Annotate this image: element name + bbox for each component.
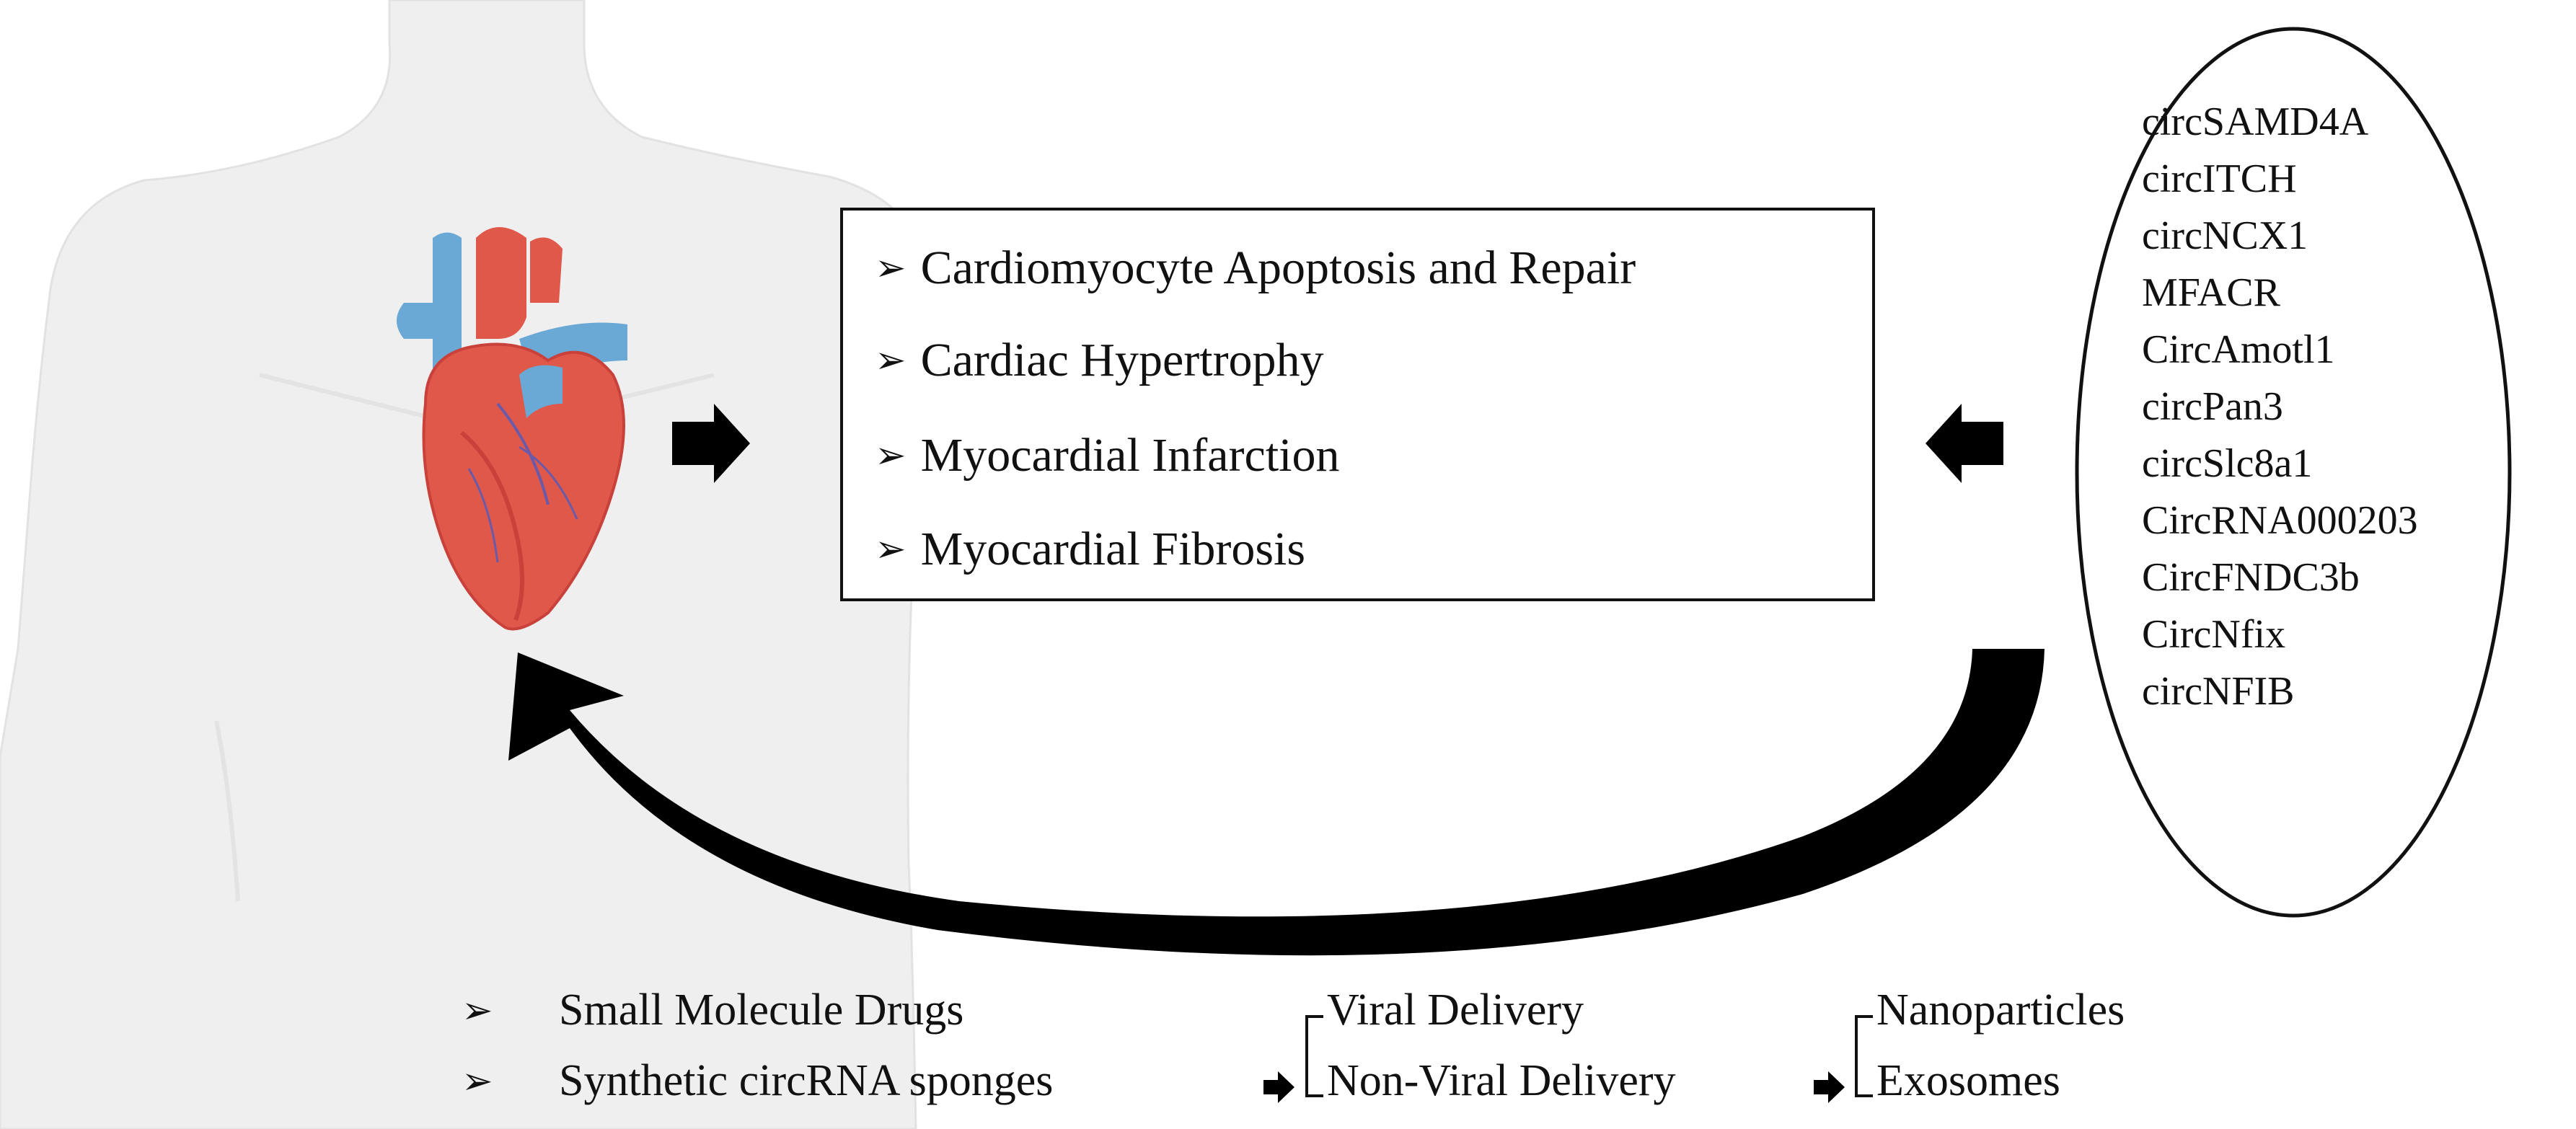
circrna-item: circNCX1 — [2142, 213, 2308, 258]
curved-arrow-back-to-heart — [508, 649, 2045, 956]
torso-detail — [259, 373, 433, 420]
circrna-item: circITCH — [2142, 156, 2297, 201]
arrow-right-to-outcomes — [672, 404, 750, 483]
outcome-label: Myocardial Infarction — [920, 429, 1340, 482]
circrna-item: circSlc8a1 — [2142, 441, 2313, 486]
circrna-item: CircFNDC3b — [2142, 555, 2360, 600]
outcome-item: ➢ Cardiomyocyte Apoptosis and Repair — [875, 241, 1636, 296]
therapy-circrna-sponges: Synthetic circRNA sponges — [559, 1056, 1054, 1105]
carrier-nanoparticles: Nanoparticles — [1876, 986, 2125, 1035]
heart-aorta — [476, 227, 526, 339]
heart-icon — [397, 227, 627, 631]
bullet-arrow-icon: ➢ — [875, 529, 907, 570]
circrna-list: circSAMD4A circITCH circNCX1 MFACR CircA… — [2142, 94, 2418, 720]
outcome-item: ➢ Myocardial Infarction — [875, 428, 1340, 483]
heart-vessel — [519, 365, 563, 418]
bracket-carriers — [1855, 1015, 1873, 1097]
circrna-item: circNFIB — [2142, 669, 2295, 714]
bullet-arrow-icon: ➢ — [462, 1061, 493, 1102]
bullet-arrow-icon: ➢ — [875, 435, 907, 477]
outcome-item: ➢ Cardiac Hypertrophy — [875, 333, 1324, 388]
heart-vein — [467, 468, 499, 563]
outcome-label: Cardiomyocyte Apoptosis and Repair — [920, 242, 1636, 294]
outcome-label: Cardiac Hypertrophy — [920, 334, 1324, 386]
delivery-viral: Viral Delivery — [1327, 986, 1584, 1035]
outcome-label: Myocardial Fibrosis — [920, 523, 1306, 575]
heart-body — [422, 342, 625, 631]
outcome-item: ➢ Myocardial Fibrosis — [875, 522, 1305, 577]
circrna-item: CircAmotl1 — [2142, 327, 2335, 372]
arrow-left-to-outcomes — [1926, 404, 2003, 483]
therapy-small-molecule: Small Molecule Drugs — [559, 986, 964, 1035]
small-arrow-to-delivery — [1263, 1071, 1294, 1103]
heart-vein — [519, 446, 578, 520]
bracket-delivery — [1305, 1015, 1323, 1097]
bullet-arrow-icon: ➢ — [875, 340, 907, 381]
outcomes-box: ➢ Cardiomyocyte Apoptosis and Repair ➢ C… — [840, 208, 1875, 601]
delivery-non-viral: Non-Viral Delivery — [1327, 1056, 1676, 1105]
circrna-item: CircRNA000203 — [2142, 498, 2418, 543]
circrna-item: MFACR — [2142, 270, 2280, 315]
heart-vein — [496, 402, 550, 505]
circrna-item: circSAMD4A — [2142, 99, 2369, 144]
heart-vessel — [397, 303, 447, 339]
heart-aorta — [530, 237, 563, 303]
bullet-arrow-icon: ➢ — [875, 248, 907, 289]
torso-detail — [214, 720, 240, 902]
circrna-ellipse — [2075, 27, 2512, 918]
small-arrow-to-carriers — [1814, 1071, 1845, 1103]
circrna-item: CircNfix — [2142, 612, 2286, 657]
bullet-arrow-icon: ➢ — [462, 991, 493, 1032]
heart-detail — [460, 430, 524, 621]
carrier-exosomes: Exosomes — [1876, 1056, 2060, 1105]
circrna-item: circPan3 — [2142, 384, 2283, 429]
